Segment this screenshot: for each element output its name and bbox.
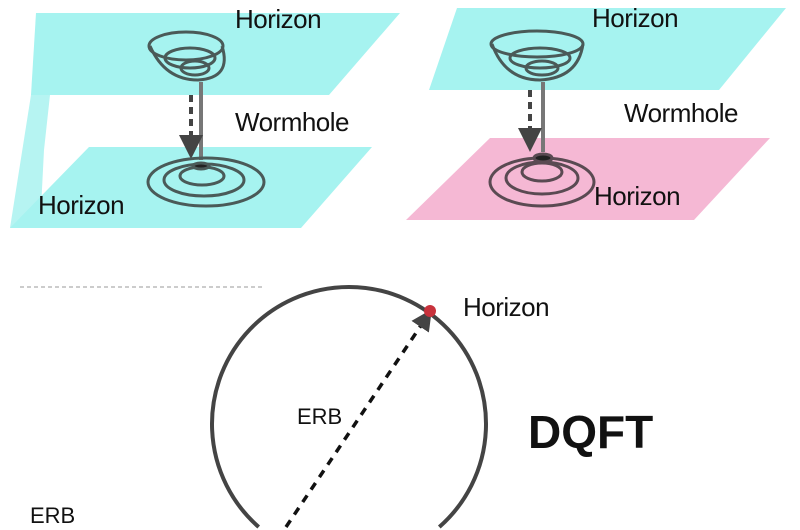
label-dqft: DQFT: [528, 406, 653, 458]
panel-dqft: Horizon ERB DQFT ERB: [20, 285, 653, 529]
label-horizon-top: Horizon: [235, 4, 321, 34]
horizon-circle: [210, 285, 488, 529]
label-horizon-bottom: Horizon: [594, 181, 680, 211]
top-funnel: [147, 30, 226, 82]
bottom-horizon-plane: [10, 147, 372, 228]
top-horizon-plane: [429, 8, 786, 90]
label-horizon-top: Horizon: [592, 3, 678, 33]
label-wormhole: Wormhole: [624, 98, 738, 128]
label-horizon: Horizon: [463, 292, 549, 322]
erb-dashed-line: [284, 309, 432, 528]
top-funnel: [489, 29, 585, 82]
label-erb-inner: ERB: [297, 404, 342, 429]
bottom-funnel: [146, 156, 266, 208]
bottom-funnel: [488, 152, 596, 208]
label-erb-outer: ERB: [30, 503, 75, 528]
label-wormhole: Wormhole: [235, 107, 349, 137]
horizon-point: [424, 305, 436, 317]
panel-two-spacetimes: Horizon Wormhole Horizon: [406, 3, 786, 220]
bottom-horizon-plane-pink: [406, 138, 770, 220]
panel-single-spacetime: Horizon Wormhole Horizon: [10, 4, 400, 228]
label-horizon-bottom: Horizon: [38, 190, 124, 220]
side-wall: [10, 95, 50, 228]
